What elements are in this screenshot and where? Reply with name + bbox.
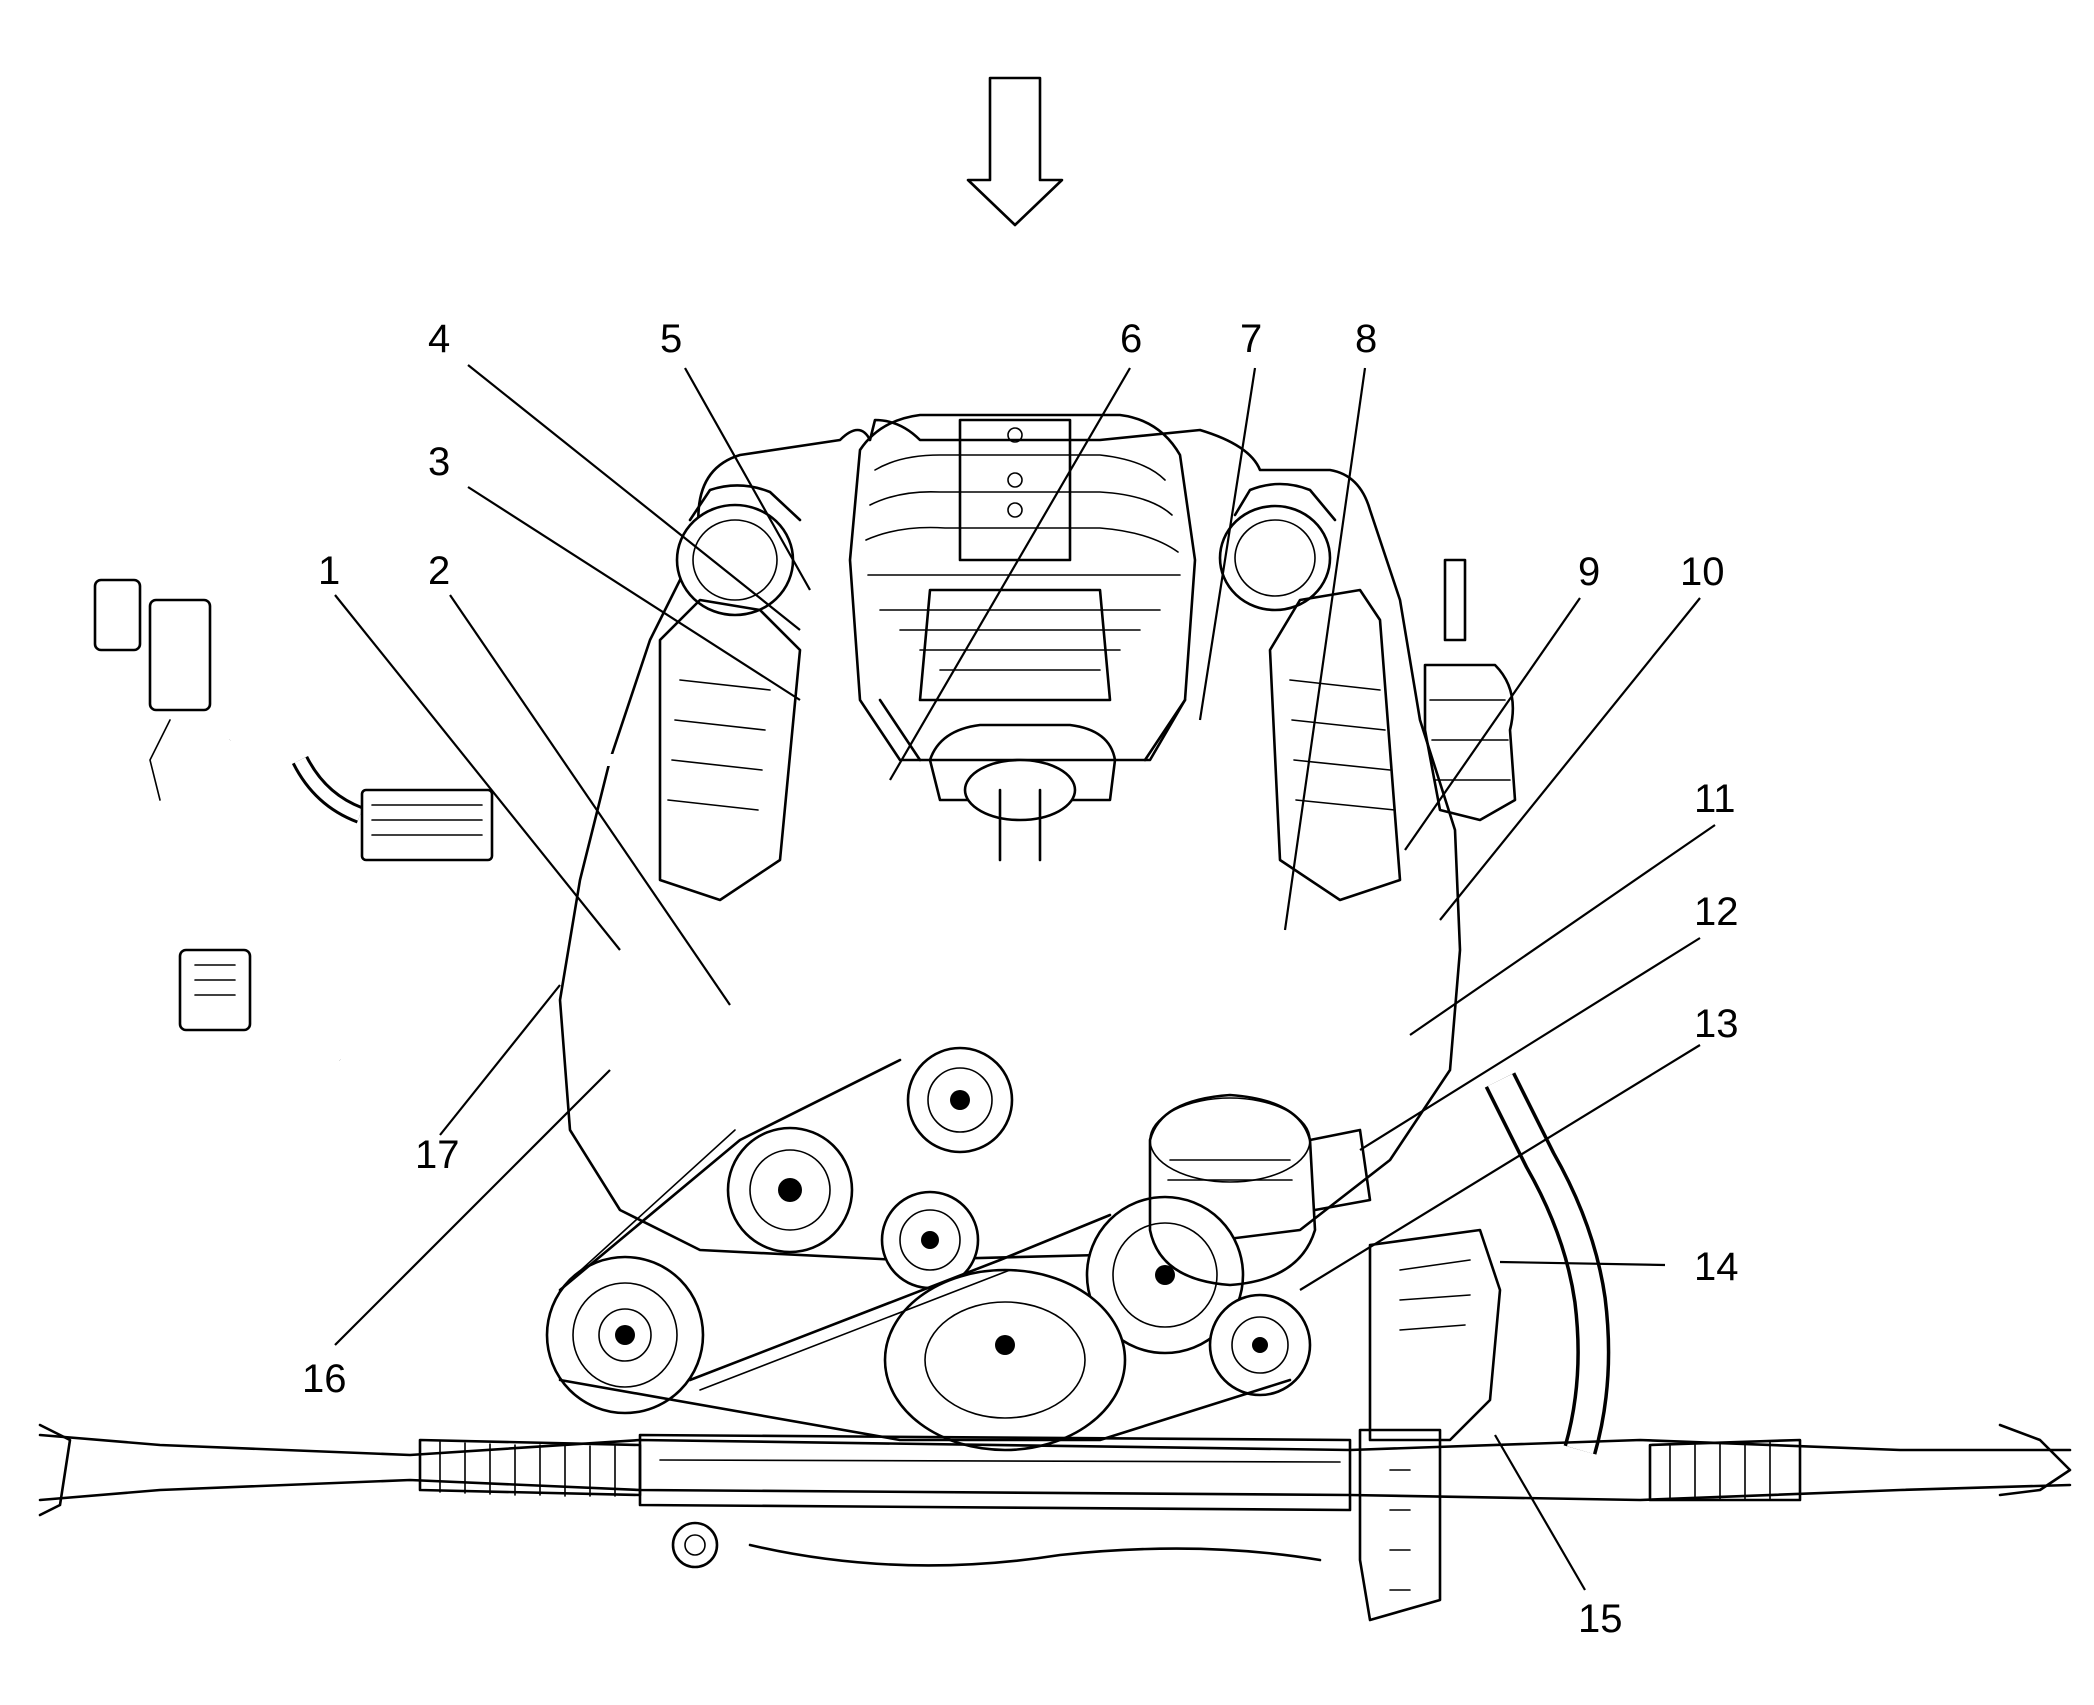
leader-10	[1439, 597, 1701, 921]
leader-9	[1404, 597, 1581, 851]
engine-illustration	[38, 413, 2072, 1622]
callout-10: 10	[1680, 550, 1725, 594]
leader-6	[889, 367, 1131, 781]
callout-3: 3	[428, 440, 450, 484]
callout-labels: 1 2 3 4 5 6 7 8 9 10 11 12 13 14 15 16 1…	[302, 317, 1739, 1641]
callout-7: 7	[1240, 317, 1262, 361]
leader-17	[439, 984, 561, 1136]
leader-7	[1198, 367, 1257, 721]
leader-13	[1299, 1044, 1701, 1291]
callout-8: 8	[1355, 317, 1377, 361]
callout-16: 16	[302, 1357, 347, 1401]
alternator	[1148, 1093, 1372, 1287]
leader-16	[334, 1069, 611, 1346]
callout-11: 11	[1694, 777, 1736, 821]
view-direction-arrow	[966, 76, 1064, 227]
engine-wiring-harness	[93, 578, 640, 1065]
leader-8	[1283, 367, 1367, 931]
supercharger-cover	[848, 413, 1197, 762]
leader-1	[334, 594, 621, 951]
steering-rack	[38, 1423, 2072, 1622]
callout-9: 9	[1578, 550, 1600, 594]
leader-5	[684, 367, 811, 591]
leader-12	[1359, 937, 1701, 1151]
leader-4	[467, 364, 801, 631]
right-air-inlet-tube	[1218, 482, 1337, 612]
callout-2: 2	[428, 549, 450, 593]
callout-12: 12	[1694, 890, 1739, 934]
callout-5: 5	[660, 317, 682, 361]
leader-lines	[334, 364, 1716, 1591]
callout-13: 13	[1694, 1002, 1739, 1046]
callout-17: 17	[415, 1133, 460, 1177]
left-air-inlet-tube	[675, 484, 802, 617]
leader-15	[1494, 1434, 1586, 1591]
leader-11	[1409, 824, 1716, 1036]
leader-14	[1499, 1260, 1666, 1267]
accessory-drive	[545, 1046, 1312, 1452]
callout-15: 15	[1578, 1597, 1623, 1641]
leader-2	[449, 594, 731, 1006]
callout-14: 14	[1694, 1245, 1739, 1289]
callout-6: 6	[1120, 317, 1142, 361]
callout-1: 1	[318, 549, 340, 593]
leader-3	[467, 486, 801, 701]
callout-4: 4	[428, 317, 450, 361]
